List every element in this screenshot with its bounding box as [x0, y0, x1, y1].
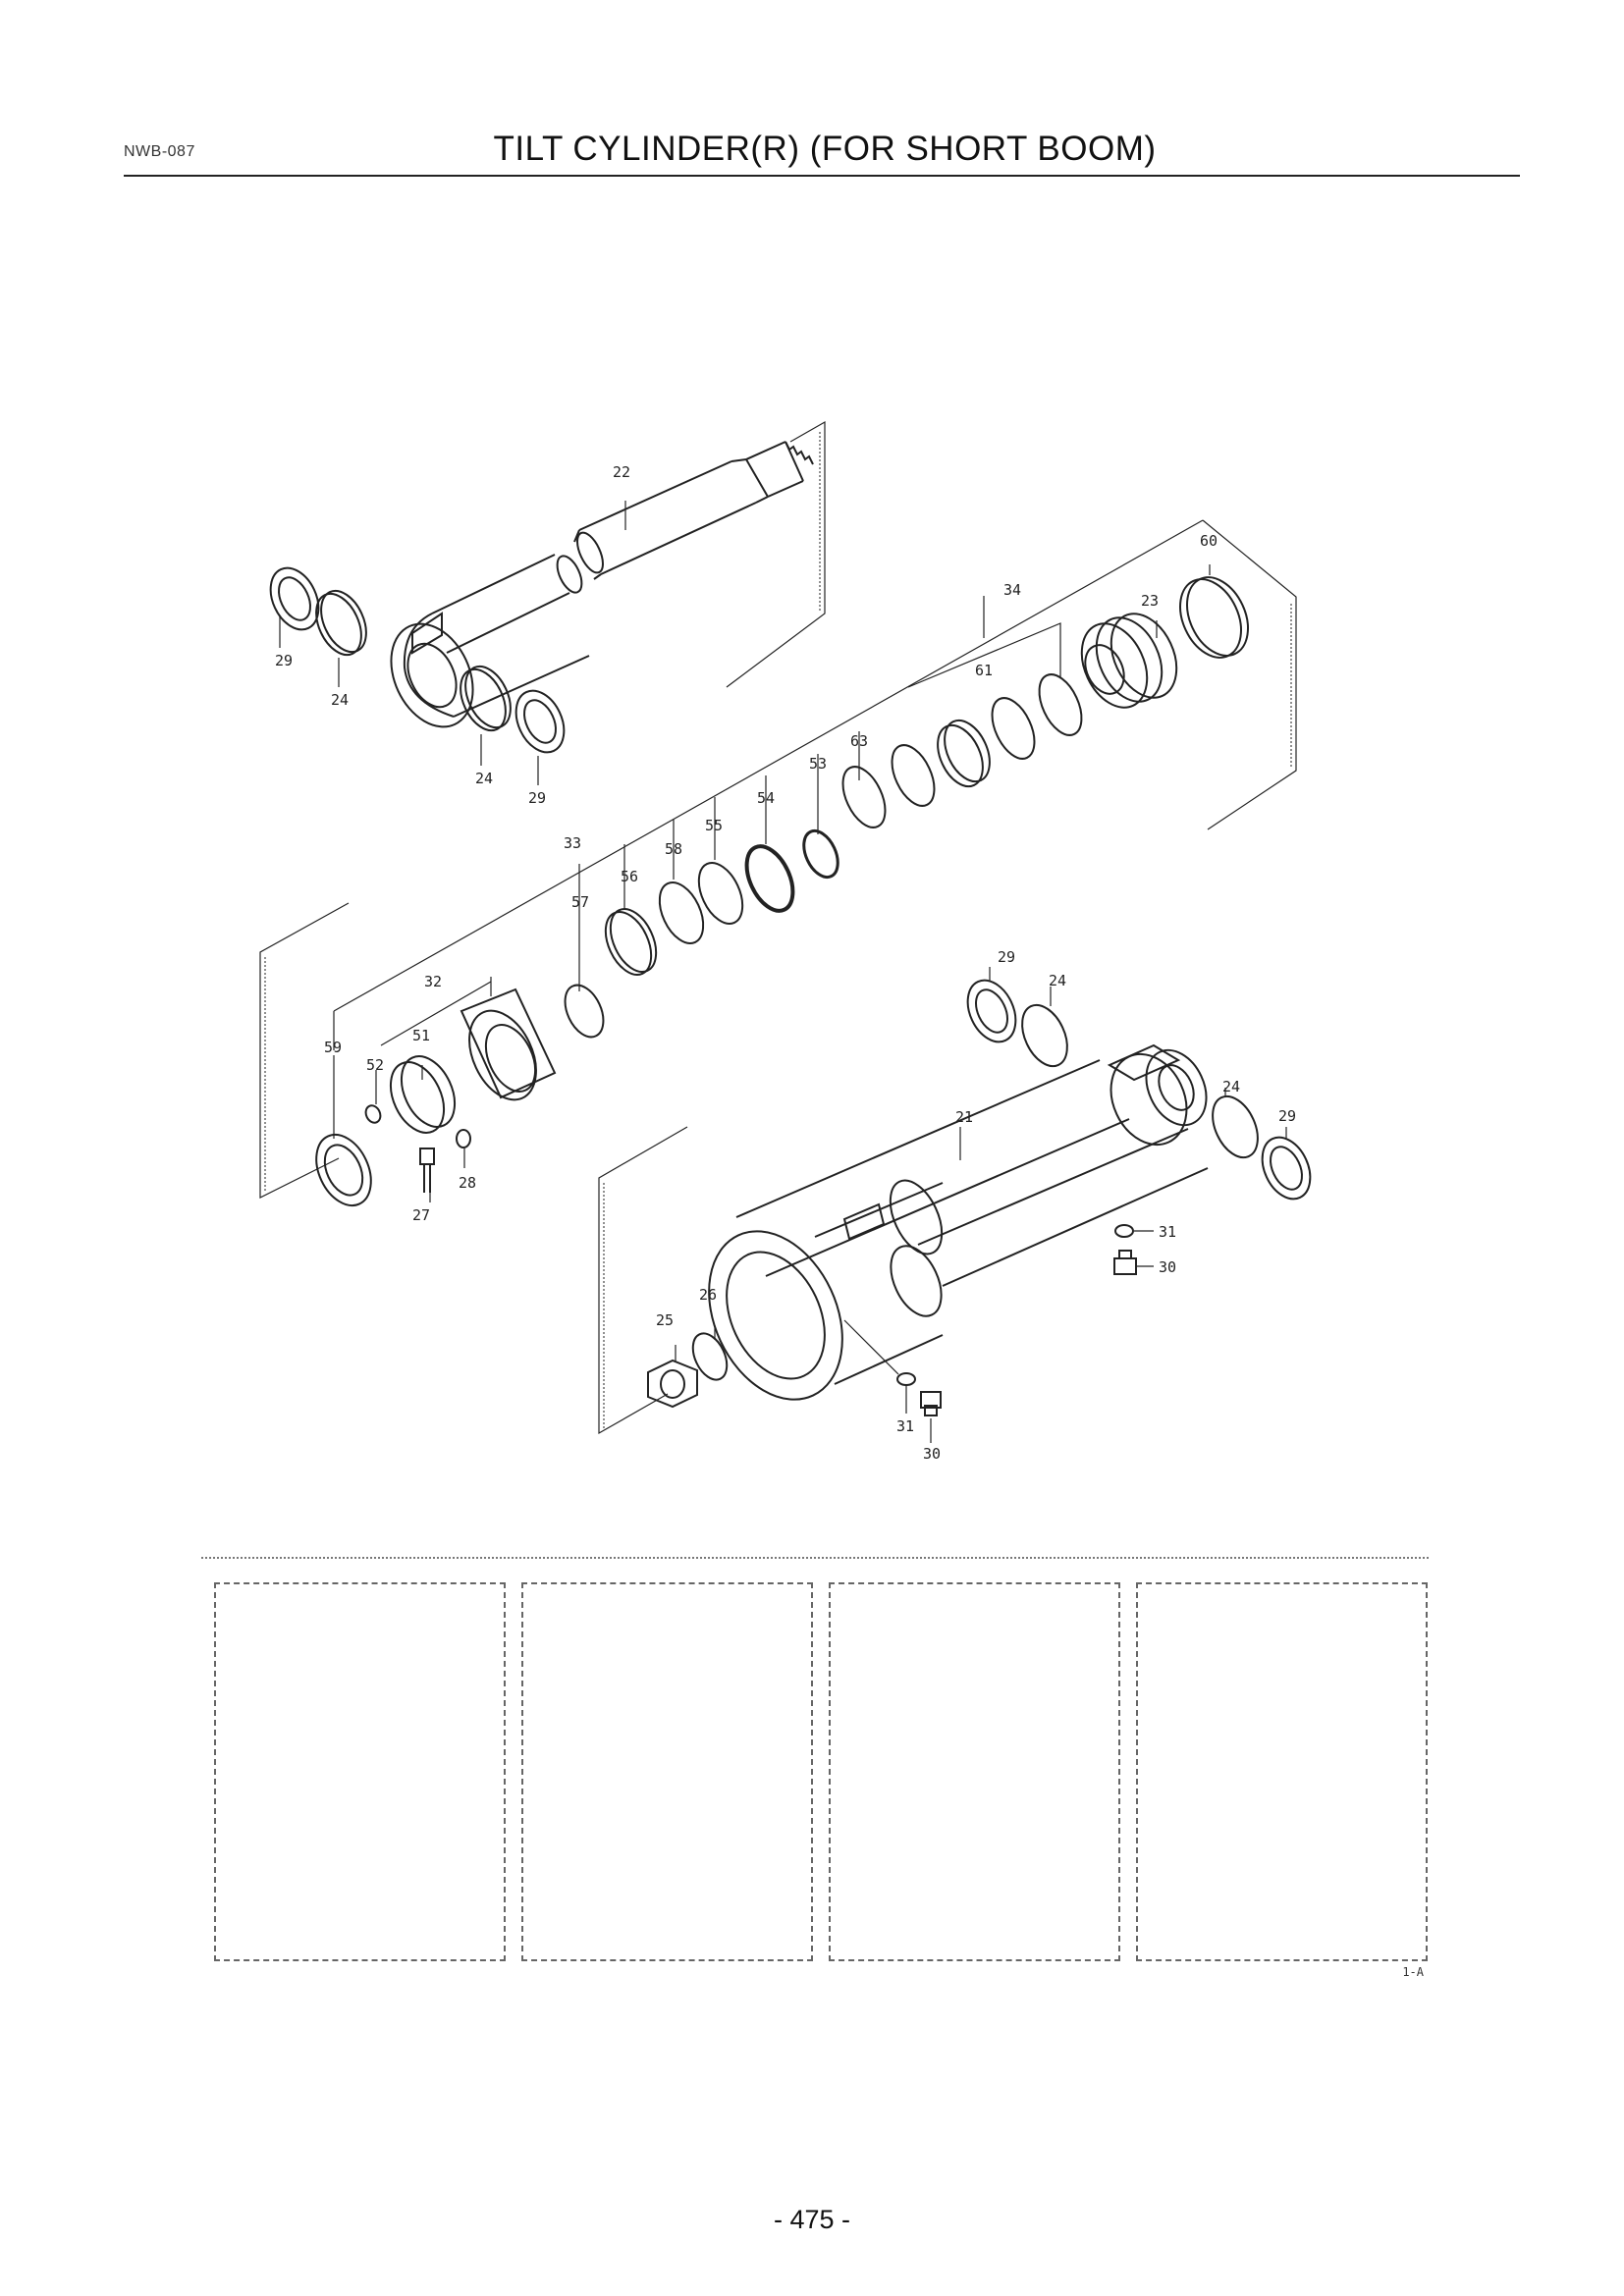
callout-57: 57 [571, 893, 589, 911]
empty-panel [829, 1582, 1120, 1961]
callout-29: 29 [998, 948, 1015, 966]
callout-30: 30 [1159, 1258, 1176, 1276]
callout-33: 33 [564, 834, 581, 852]
callout-52: 52 [366, 1056, 384, 1074]
callout-63: 63 [850, 732, 868, 750]
callout-27: 27 [412, 1206, 430, 1224]
callout-60: 60 [1200, 532, 1218, 550]
figure-reference: 1-A [1402, 1965, 1424, 1979]
callout-29: 29 [528, 789, 546, 807]
callout-29: 29 [275, 652, 293, 669]
callout-58: 58 [665, 840, 682, 858]
empty-panel [1136, 1582, 1428, 1961]
callout-31: 31 [1159, 1223, 1176, 1241]
callout-24: 24 [475, 770, 493, 787]
callout-59: 59 [324, 1039, 342, 1056]
callout-23: 23 [1141, 592, 1159, 610]
callout-25: 25 [656, 1311, 674, 1329]
callout-31: 31 [896, 1417, 914, 1435]
page-number: - 475 - [773, 2205, 851, 2234]
callout-32: 32 [424, 973, 442, 990]
empty-panel [214, 1582, 506, 1961]
empty-panel [521, 1582, 813, 1961]
callout-54: 54 [757, 789, 775, 807]
callout-26: 26 [699, 1286, 717, 1304]
callout-55: 55 [705, 817, 723, 834]
page-title: TILT CYLINDER(R) (FOR SHORT BOOM) [493, 130, 1157, 168]
callout-61: 61 [975, 662, 993, 679]
callout-53: 53 [809, 755, 827, 773]
header-rule [124, 175, 1520, 177]
callout-34: 34 [1003, 581, 1021, 599]
callout-24: 24 [1222, 1078, 1240, 1095]
callout-29: 29 [1278, 1107, 1296, 1125]
callout-56: 56 [621, 868, 638, 885]
callout-51: 51 [412, 1027, 430, 1044]
piston-rod [390, 441, 814, 728]
section-divider [201, 1557, 1429, 1559]
callout-22: 22 [613, 463, 630, 481]
callout-30: 30 [923, 1445, 941, 1463]
parts-panels [214, 1582, 1428, 1961]
callout-24: 24 [1049, 972, 1066, 989]
document-code: NWB-087 [124, 143, 195, 160]
callout-21: 21 [955, 1108, 973, 1126]
callout-28: 28 [459, 1174, 476, 1192]
callout-24: 24 [331, 691, 349, 709]
